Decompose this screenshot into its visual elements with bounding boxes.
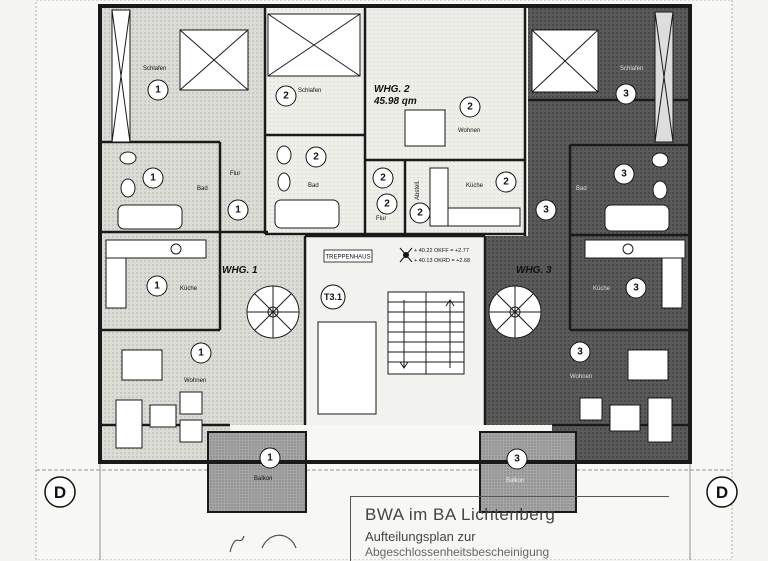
furniture (115, 109, 673, 449)
room-label-bad-1: Bad (197, 186, 208, 192)
stairwell-title: TREPPENHAUS (325, 255, 370, 261)
room-label-kueche-1: Küche (180, 286, 198, 292)
svg-text:1: 1 (155, 85, 161, 96)
svg-text:3: 3 (623, 89, 629, 100)
level-okrd: + 40.13 OKRD = +2.68 (414, 258, 470, 264)
svg-text:D: D (54, 483, 66, 502)
marker-2g: 2 (495, 171, 517, 193)
stamp-line-1: BWA im BA Lichtenberg (365, 505, 556, 524)
svg-text:1: 1 (267, 453, 273, 464)
bathroom-fixtures (117, 145, 670, 232)
marker-1e: 1 (190, 342, 212, 364)
marker-2e: 2 (409, 202, 431, 224)
room-label-wohnen-1: Wohnen (184, 378, 206, 384)
stairwell-id-circle (320, 284, 346, 310)
signature-scribble (229, 534, 297, 553)
room-label-schlafen-3: Schlafen (620, 66, 643, 72)
stairwell-title-box (323, 249, 373, 263)
svg-text:2: 2 (283, 91, 289, 102)
balcony-3 (479, 431, 577, 513)
svg-text:1: 1 (154, 281, 160, 292)
svg-text:2: 2 (384, 199, 390, 210)
marker-3a: 3 (615, 83, 637, 105)
marker-3f: 3 (506, 448, 528, 470)
room-label-flur-2: Flur (376, 216, 386, 222)
level-marker-icon (399, 247, 413, 263)
svg-text:3: 3 (577, 347, 583, 358)
room-label-kueche-3: Küche (593, 286, 611, 292)
svg-text:D: D (716, 483, 728, 502)
svg-text:3: 3 (543, 205, 549, 216)
apartment-2-label: WHG. 2 (374, 84, 410, 95)
svg-text:2: 2 (503, 177, 509, 188)
room-label-abstell-2: Abstell. (415, 180, 421, 200)
room-label-schlafen-1: Schlafen (143, 66, 166, 72)
svg-text:1: 1 (235, 205, 241, 216)
stamp-line-3: Abgeschlossenheitsbescheinigung (365, 545, 550, 559)
marker-3c: 3 (535, 199, 557, 221)
room-label-balkon-3: Balkon (506, 478, 524, 484)
svg-text:3: 3 (633, 283, 639, 294)
apartment-number-markers: 1 1 1 1 1 1 2 2 2 2 2 2 2 3 3 3 3 3 3 (142, 79, 647, 470)
svg-text:3: 3 (621, 169, 627, 180)
room-label-kueche-2: Küche (466, 183, 484, 189)
svg-text:2: 2 (313, 152, 319, 163)
marker-2c: 2 (372, 167, 394, 189)
kitchen-counters (105, 167, 686, 309)
room-label-balkon-1: Balkon (254, 476, 272, 482)
apartment-1-label: WHG. 1 (222, 265, 258, 276)
room-label-wohnen-2: Wohnen (458, 128, 480, 134)
marker-2f: 2 (459, 96, 481, 118)
marker-3b: 3 (613, 163, 635, 185)
level-okff: + 40.22 OKFF = +2.77 (414, 248, 469, 254)
marker-1d: 1 (146, 275, 168, 297)
apartment-1-area (100, 8, 305, 462)
grid-mark-right (706, 476, 738, 508)
main-staircase (317, 291, 465, 415)
apartment-2-area: 45.98 qm (373, 96, 417, 107)
svg-text:1: 1 (150, 173, 156, 184)
spiral-stairs (246, 285, 542, 339)
svg-text:2: 2 (380, 173, 386, 184)
svg-text:3: 3 (514, 454, 520, 465)
apartment-3-label: WHG. 3 (516, 265, 552, 276)
marker-1b: 1 (142, 167, 164, 189)
room-label-wohnen-3: Wohnen (570, 374, 592, 380)
stairwell-id: T3.1 (324, 292, 342, 302)
marker-2a: 2 (275, 85, 297, 107)
room-label-schlafen-2: Schlafen (298, 88, 321, 94)
marker-1f: 1 (259, 447, 281, 469)
svg-text:2: 2 (467, 102, 473, 113)
room-label-bad-3: Bad (576, 186, 587, 192)
room-label-bad-2: Bad (308, 183, 319, 189)
room-label-flur-1: Flur (230, 171, 240, 177)
marker-2d: 2 (376, 193, 398, 215)
svg-text:1: 1 (198, 348, 204, 359)
balcony-1 (207, 431, 307, 513)
marker-1a: 1 (147, 79, 169, 101)
windows (111, 9, 674, 143)
stamp-line-2: Aufteilungsplan zur (365, 529, 476, 544)
marker-3d: 3 (625, 277, 647, 299)
marker-1c: 1 (227, 199, 249, 221)
approval-stamp: BWA im BA Lichtenberg Aufteilungsplan zu… (350, 496, 669, 561)
grid-mark-left (44, 476, 76, 508)
marker-2b: 2 (305, 146, 327, 168)
svg-text:2: 2 (417, 208, 423, 219)
marker-3e: 3 (569, 341, 591, 363)
